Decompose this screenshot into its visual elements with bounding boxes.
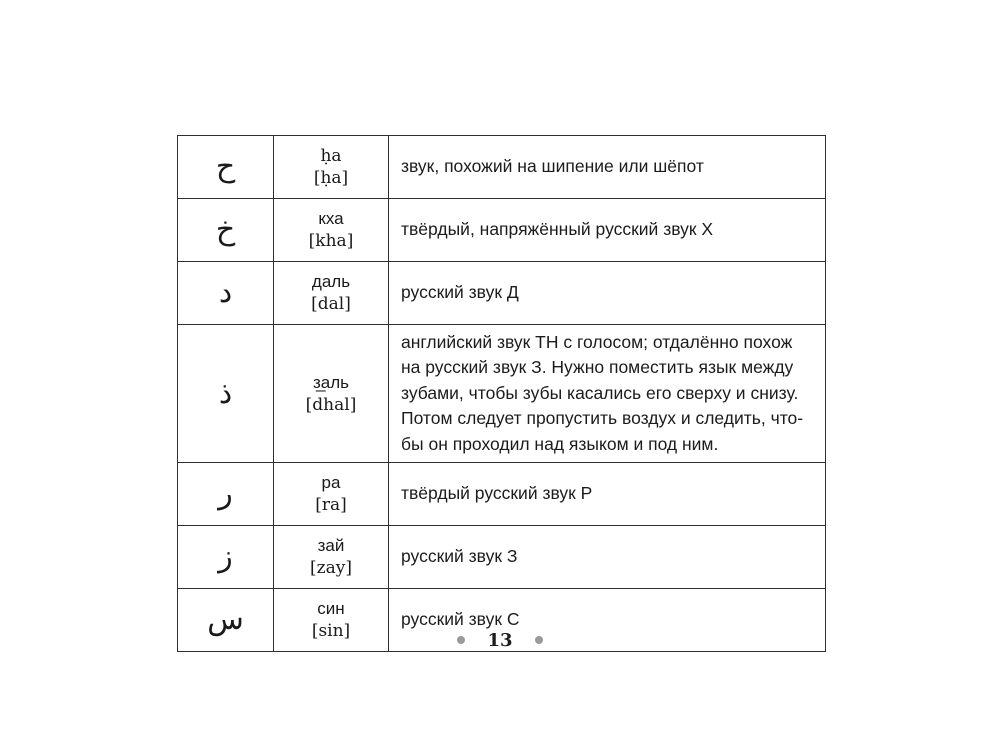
arabic-letters-table: ح ḥa [ḥa] звук, похожий на шипение или ш… (177, 135, 826, 652)
table-row: د даль [dal] русский звук Д (177, 261, 826, 325)
letter-name-cell: ḥa [ḥa] (273, 135, 389, 199)
letter-transcription: [kha] (308, 231, 354, 251)
page-number-dot-left (457, 636, 466, 644)
letter-transcription: [dhal] (305, 394, 357, 415)
letter-name-cell: син [sin] (273, 588, 389, 652)
letter-name: ḥa (320, 146, 342, 166)
letter-description: твёрдый русский звук Р (388, 462, 826, 526)
arabic-letter: ز (177, 525, 274, 589)
table-row: س син [sin] русский звук С (177, 588, 826, 652)
letter-description: звук, похожий на шипение или шёпот (388, 135, 826, 199)
arabic-letter: ذ (177, 324, 274, 463)
table-row: ذ з̲аль [dhal] английский звук ТН с голо… (177, 324, 826, 463)
arabic-letter: ر (177, 462, 274, 526)
page-footer: 13 (0, 628, 1000, 652)
letter-transcription: [dal] (311, 294, 351, 314)
letter-name-cell: кха [kha] (273, 198, 389, 262)
page-number: 13 (487, 629, 513, 651)
letter-name-cell: ра [ra] (273, 462, 389, 526)
table-row: ح ḥa [ḥa] звук, похожий на шипение или ш… (177, 135, 826, 199)
arabic-letter: خ (177, 198, 274, 262)
letter-name: з̲аль (312, 372, 350, 392)
letter-name-cell: з̲аль [dhal] (273, 324, 389, 463)
letter-description: твёрдый, напряжённый русский звук Х (388, 198, 826, 262)
letter-description: русский звук С (388, 588, 826, 652)
table-row: ز зай [zay] русский звук З (177, 525, 826, 589)
letter-description: русский звук Д (388, 261, 826, 325)
letter-name: даль (311, 272, 351, 291)
letter-transcription: [zay] (310, 558, 352, 578)
letter-name: кха (318, 209, 344, 228)
letter-name: ра (321, 473, 341, 492)
letter-description: английский звук ТН с голосом; отдалённо … (388, 324, 826, 463)
letter-name-cell: зай [zay] (273, 525, 389, 589)
letter-transcription: [ḥa] (313, 168, 349, 188)
letter-description: русский звук З (388, 525, 826, 589)
letter-transcription: [ra] (315, 495, 347, 515)
table-row: ر ра [ra] твёрдый русский звук Р (177, 462, 826, 526)
arabic-letter: س (177, 588, 274, 652)
letter-name: зай (317, 536, 345, 555)
letter-transcription: [sin] (311, 621, 351, 641)
arabic-letter: د (177, 261, 274, 325)
page-number-dot-right (534, 636, 543, 644)
letter-name: син (317, 599, 345, 618)
letter-name-cell: даль [dal] (273, 261, 389, 325)
arabic-letter: ح (177, 135, 274, 199)
table-row: خ кха [kha] твёрдый, напряжённый русский… (177, 198, 826, 262)
